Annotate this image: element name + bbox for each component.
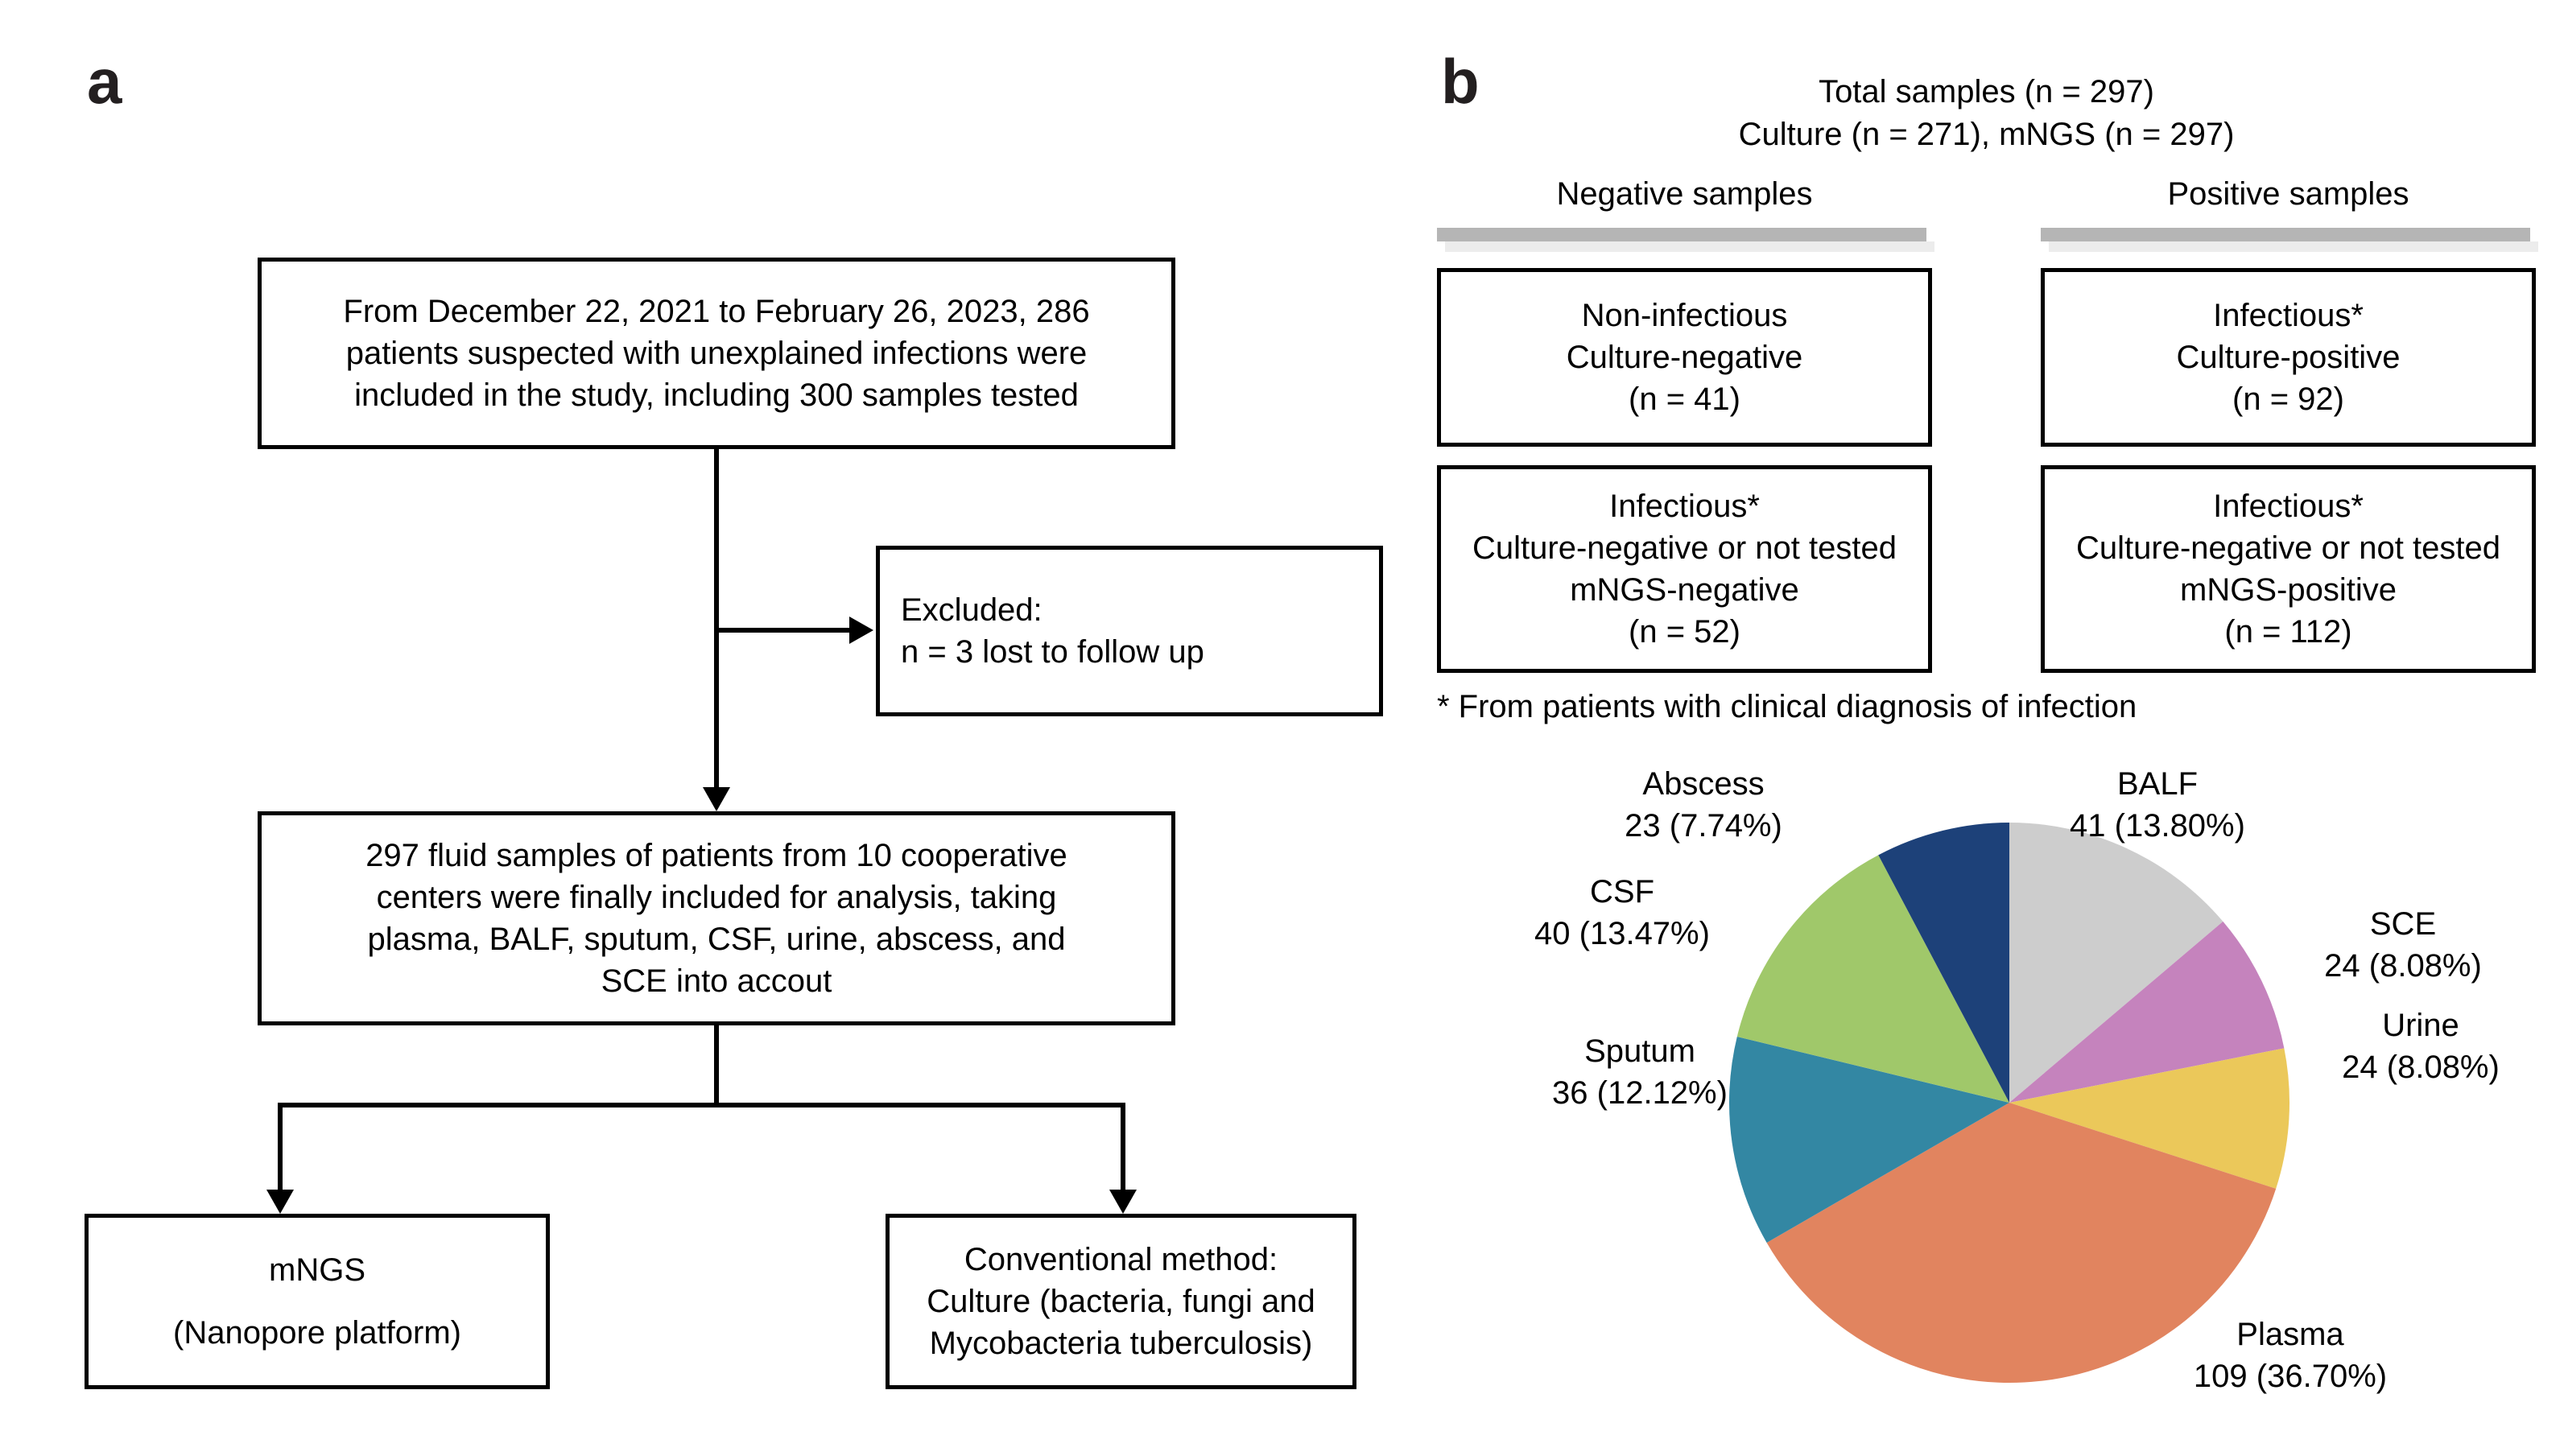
pie-label-abscess-name: Abscess xyxy=(1642,766,1765,802)
included-line-2: centers were finally included for analys… xyxy=(376,880,1057,915)
infectious-culture-pos-line-1: Infectious* xyxy=(2213,298,2364,333)
sample-type-pie-chart xyxy=(1728,821,2291,1384)
panel-label-a: a xyxy=(87,46,122,117)
pie-label-urine-value: 24 (8.08%) xyxy=(2342,1050,2500,1085)
infectious-mngs-pos-line-1: Infectious* xyxy=(2213,489,2364,524)
pie-label-plasma-name: Plasma xyxy=(2236,1317,2344,1352)
noninfectious-line-2: Culture-negative xyxy=(1566,340,1803,375)
pie-label-plasma-value: 109 (36.70%) xyxy=(2193,1359,2388,1394)
column-header-negative: Negative samples xyxy=(1556,176,1813,212)
column-header-positive: Positive samples xyxy=(2167,176,2409,212)
pie-label-csf-name: CSF xyxy=(1590,874,1654,909)
connector-included-stem xyxy=(714,1025,719,1106)
pie-label-csf-value: 40 (13.47%) xyxy=(1534,916,1710,951)
pie-label-sce-value: 24 (8.08%) xyxy=(2324,948,2482,984)
connector-to-excluded xyxy=(716,628,852,633)
pie-label-balf-value: 41 (13.80%) xyxy=(2070,808,2245,843)
pie-label-sputum: Sputum 36 (12.12%) xyxy=(1523,1030,1757,1114)
pie-slice-urine xyxy=(2009,1048,2289,1189)
box-infectious-mngs-negative: Infectious* Culture-negative or not test… xyxy=(1437,465,1932,673)
mngs-line-1: mNGS xyxy=(269,1252,365,1288)
enrollment-line-2: patients suspected with unexplained infe… xyxy=(345,336,1088,371)
pie-label-sce-name: SCE xyxy=(2369,906,2437,942)
total-samples-title-line-1: Total samples (n = 297) xyxy=(1819,74,2154,109)
flow-box-conventional: Conventional method: Culture (bacteria, … xyxy=(886,1214,1356,1389)
infectious-mngs-neg-line-2: Culture-negative or not tested xyxy=(1472,530,1897,566)
infectious-mngs-pos-line-2: Culture-negative or not tested xyxy=(2076,530,2500,566)
pie-slice-plasma xyxy=(1766,1103,2277,1383)
divider-bar-positive xyxy=(2041,228,2538,252)
connector-branch-right xyxy=(1121,1103,1125,1193)
pie-label-plasma: Plasma 109 (36.70%) xyxy=(2157,1314,2423,1397)
box-infectious-mngs-positive: Infectious* Culture-negative or not test… xyxy=(2041,465,2536,673)
infectious-mngs-neg-line-1: Infectious* xyxy=(1609,489,1760,524)
enrollment-line-3: included in the study, including 300 sam… xyxy=(354,377,1079,413)
conventional-line-3: Mycobacteria tuberculosis) xyxy=(929,1326,1313,1361)
pie-label-csf: CSF 40 (13.47%) xyxy=(1505,871,1739,955)
box-infectious-culture-positive: Infectious* Culture-positive (n = 92) xyxy=(2041,268,2536,447)
infectious-mngs-neg-line-3: mNGS-negative xyxy=(1570,572,1799,608)
infectious-mngs-pos-line-3: mNGS-positive xyxy=(2180,572,2397,608)
included-line-4: SCE into accout xyxy=(601,963,832,999)
connector-enrollment-to-included xyxy=(714,449,719,791)
pie-label-sputum-name: Sputum xyxy=(1584,1033,1695,1069)
flow-box-mngs: mNGS (Nanopore platform) xyxy=(85,1214,550,1389)
included-line-1: 297 fluid samples of patients from 10 co… xyxy=(365,838,1067,873)
connector-branch-left xyxy=(278,1103,283,1193)
pie-slice-sce xyxy=(2009,921,2285,1103)
pie-label-sce: SCE 24 (8.08%) xyxy=(2286,903,2520,987)
mngs-line-2: (Nanopore platform) xyxy=(173,1315,461,1351)
enrollment-line-1: From December 22, 2021 to February 26, 2… xyxy=(343,294,1090,329)
flow-box-enrollment: From December 22, 2021 to February 26, 2… xyxy=(258,258,1175,449)
flow-box-included: 297 fluid samples of patients from 10 co… xyxy=(258,811,1175,1025)
pie-label-urine-name: Urine xyxy=(2382,1008,2459,1043)
infectious-culture-pos-line-2: Culture-positive xyxy=(2176,340,2401,375)
pie-label-sputum-value: 36 (12.12%) xyxy=(1552,1075,1728,1111)
noninfectious-line-3: (n = 41) xyxy=(1629,382,1740,417)
included-line-3: plasma, BALF, sputum, CSF, urine, absces… xyxy=(367,922,1066,957)
pie-label-urine: Urine 24 (8.08%) xyxy=(2304,1004,2537,1088)
arrowhead-to-mngs xyxy=(266,1190,294,1214)
pie-label-abscess-value: 23 (7.74%) xyxy=(1625,808,1782,843)
flow-box-excluded: Excluded: n = 3 lost to follow up xyxy=(876,546,1383,716)
excluded-line-2: n = 3 lost to follow up xyxy=(901,634,1204,670)
excluded-line-1: Excluded: xyxy=(901,592,1043,628)
pie-svg xyxy=(1729,823,2289,1383)
pie-label-balf: BALF 41 (13.80%) xyxy=(2029,763,2286,847)
connector-split-bar xyxy=(278,1103,1125,1107)
panel-label-b: b xyxy=(1441,46,1480,117)
pie-label-abscess: Abscess 23 (7.74%) xyxy=(1583,763,1824,847)
infectious-culture-pos-line-3: (n = 92) xyxy=(2232,382,2344,417)
pie-slice-csf xyxy=(1736,855,2009,1103)
divider-bar-negative xyxy=(1437,228,1934,252)
pie-slice-abscess xyxy=(1878,823,2009,1103)
pie-slice-balf xyxy=(2009,823,2223,1103)
arrowhead-to-included xyxy=(703,787,730,811)
infectious-mngs-pos-line-4: (n = 112) xyxy=(2224,614,2352,650)
conventional-line-1: Conventional method: xyxy=(964,1242,1278,1277)
arrowhead-to-excluded xyxy=(849,617,873,644)
noninfectious-line-1: Non-infectious xyxy=(1581,298,1788,333)
footnote-infection-diagnosis: * From patients with clinical diagnosis … xyxy=(1437,689,2137,724)
pie-label-balf-name: BALF xyxy=(2116,766,2199,802)
conventional-line-2: Culture (bacteria, fungi and xyxy=(927,1284,1315,1319)
arrowhead-to-conventional xyxy=(1109,1190,1137,1214)
infectious-mngs-neg-line-4: (n = 52) xyxy=(1629,614,1740,650)
total-samples-title-line-2: Culture (n = 271), mNGS (n = 297) xyxy=(1738,117,2235,152)
box-non-infectious-culture-negative: Non-infectious Culture-negative (n = 41) xyxy=(1437,268,1932,447)
pie-slice-sputum xyxy=(1729,1036,2009,1243)
